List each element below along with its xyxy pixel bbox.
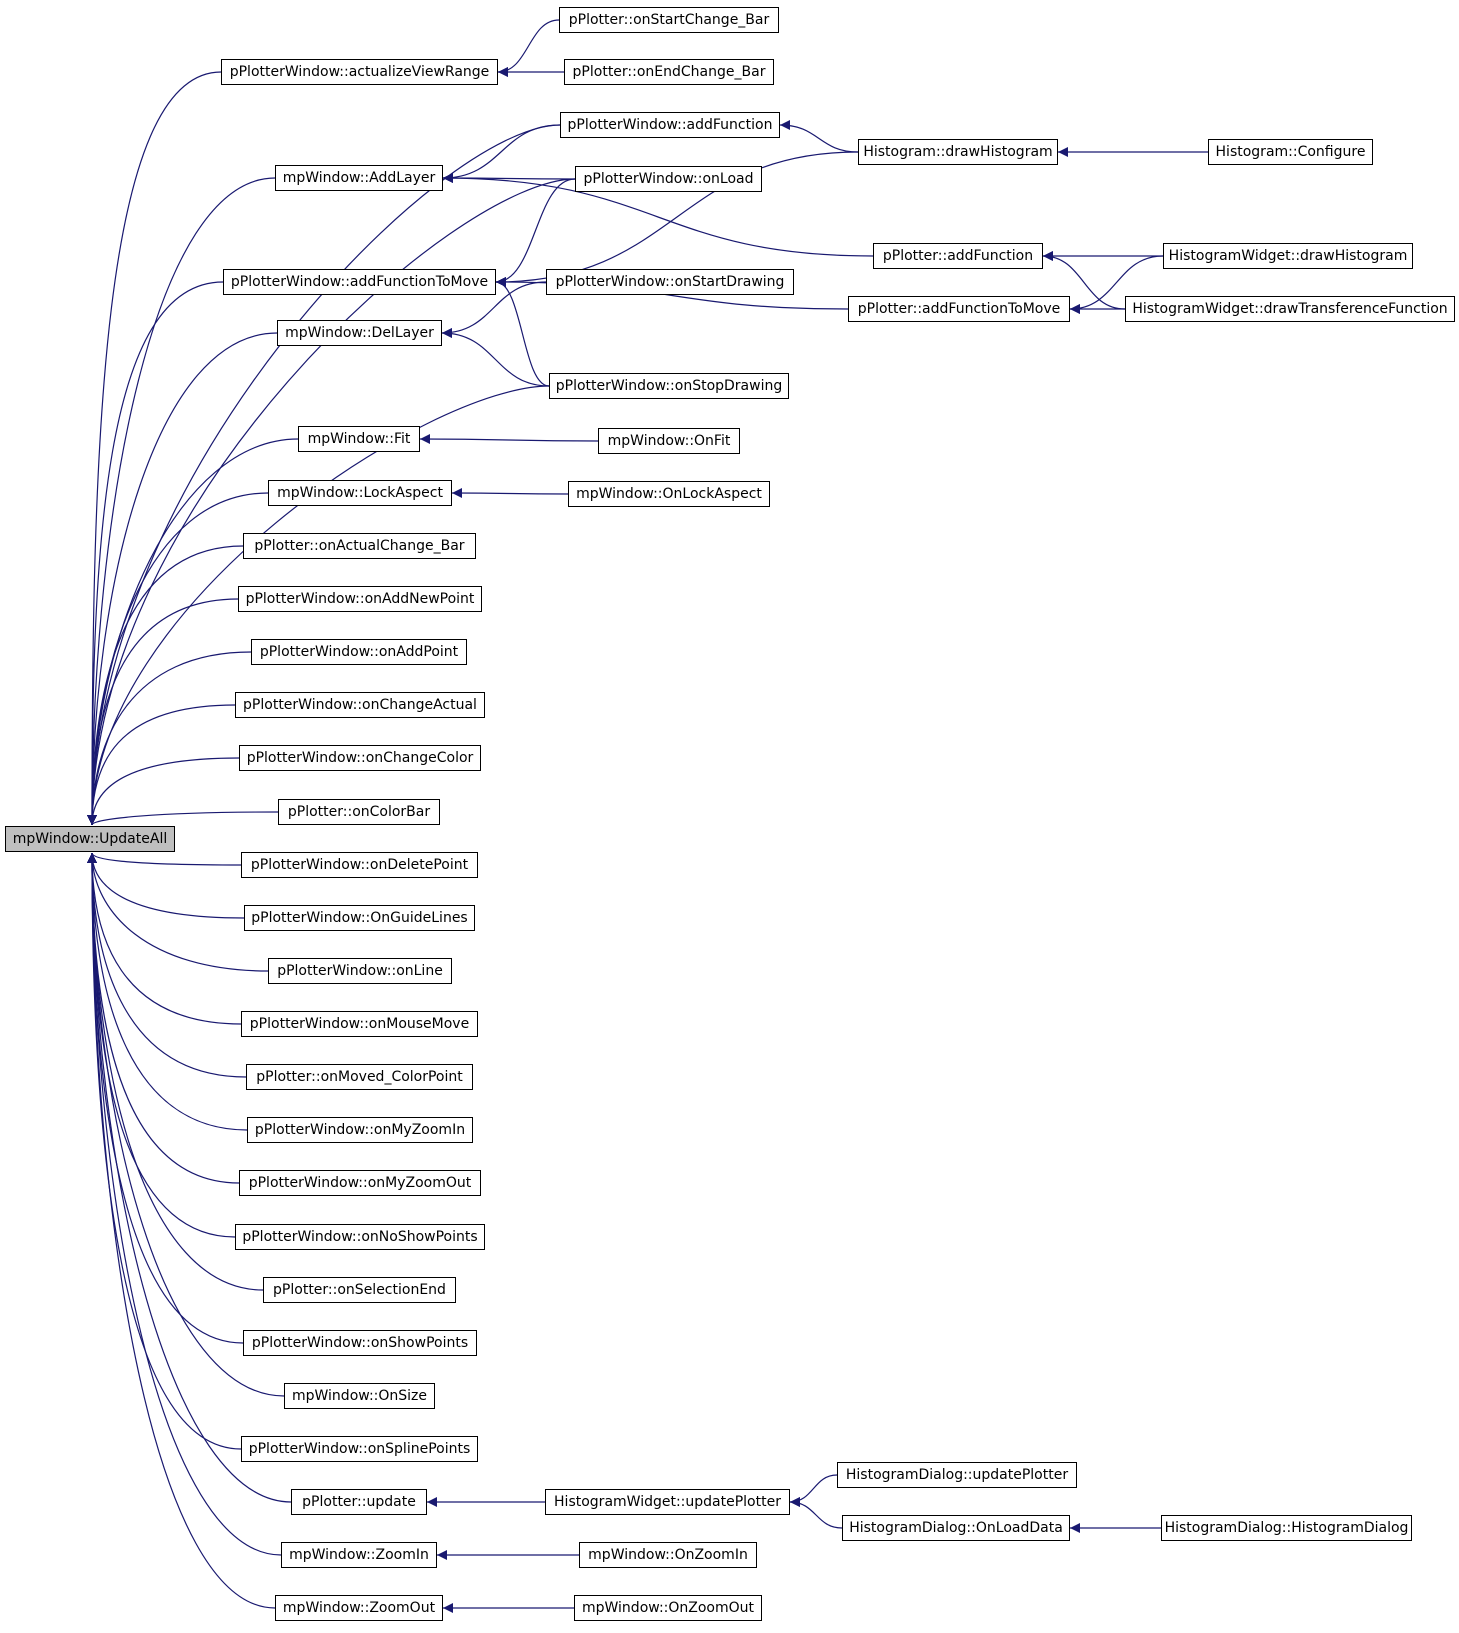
- node-updateall[interactable]: mpWindow::UpdateAll: [5, 826, 175, 852]
- node-splinepoints[interactable]: pPlotterWindow::onSplinePoints: [241, 1436, 478, 1462]
- call-edge-deletepoint-to-updateall: [87, 852, 242, 866]
- node-guidelines[interactable]: pPlotterWindow::OnGuideLines: [244, 905, 475, 931]
- node-hist-draw[interactable]: Histogram::drawHistogram: [858, 139, 1058, 165]
- node-selectionend[interactable]: pPlotter::onSelectionEnd: [263, 1277, 456, 1303]
- node-p-addfunctomove[interactable]: pPlotter::addFunctionToMove: [848, 296, 1070, 322]
- node-showpoints[interactable]: pPlotterWindow::onShowPoints: [243, 1330, 477, 1356]
- node-movedcolor[interactable]: pPlotter::onMoved_ColorPoint: [246, 1064, 473, 1090]
- node-zoomin[interactable]: mpWindow::ZoomIn: [281, 1542, 437, 1568]
- node-actualchange[interactable]: pPlotter::onActualChange_Bar: [243, 533, 476, 559]
- node-onzoomin[interactable]: mpWindow::OnZoomIn: [579, 1542, 757, 1568]
- node-p-update[interactable]: pPlotter::update: [291, 1489, 427, 1515]
- call-edge-movedcolor-to-updateall: [87, 852, 247, 1078]
- call-edge-colorbar-to-updateall: [87, 811, 279, 826]
- node-deletepoint[interactable]: pPlotterWindow::onDeletePoint: [241, 852, 478, 878]
- call-edge-online-to-updateall: [87, 852, 269, 972]
- node-onfit[interactable]: mpWindow::OnFit: [598, 428, 740, 454]
- call-edge-lockaspect-to-updateall: [87, 492, 269, 826]
- call-edge-onstartdrawing-to-dellayer: [441, 281, 547, 338]
- call-edge-mousemove-to-updateall: [87, 852, 242, 1025]
- call-edge-pw_addfunction-to-updateall: [87, 124, 561, 826]
- node-hw-draw[interactable]: HistogramWidget::drawHistogram: [1163, 243, 1413, 269]
- call-edge-onfit-to-fit: [419, 434, 599, 445]
- node-addlayer[interactable]: mpWindow::AddLayer: [275, 165, 443, 191]
- call-edge-zoomin-to-updateall: [87, 852, 282, 1556]
- call-edge-hd_onloaddata-to-hw_updateplotter: [789, 1497, 843, 1529]
- call-edge-addpoint-to-updateall: [87, 651, 252, 826]
- node-myzoomin[interactable]: pPlotterWindow::onMyZoomIn: [247, 1117, 473, 1143]
- node-changecolor[interactable]: pPlotterWindow::onChangeColor: [239, 745, 481, 771]
- call-edge-addnewpoint-to-updateall: [87, 598, 239, 826]
- call-edge-actualchange-to-updateall: [87, 545, 244, 826]
- edges: [87, 19, 1208, 1613]
- call-edge-hw_transfer-to-p_addfunction: [1042, 251, 1126, 310]
- node-startchange[interactable]: pPlotter::onStartChange_Bar: [559, 7, 779, 33]
- call-edge-p_update-to-updateall: [87, 852, 292, 1503]
- call-edge-onload-to-addfunctomove: [495, 178, 576, 287]
- node-onstartdrawing[interactable]: pPlotterWindow::onStartDrawing: [546, 269, 794, 295]
- node-hd-updateplotter[interactable]: HistogramDialog::updatePlotter: [837, 1462, 1077, 1488]
- node-hd-onloaddata[interactable]: HistogramDialog::OnLoadData: [842, 1515, 1070, 1541]
- node-zoomout[interactable]: mpWindow::ZoomOut: [275, 1595, 443, 1621]
- node-hw-transfer[interactable]: HistogramWidget::drawTransferenceFunctio…: [1125, 296, 1455, 322]
- call-edge-addlayer-to-updateall: [87, 177, 276, 826]
- node-hist-config[interactable]: Histogram::Configure: [1208, 139, 1373, 165]
- node-fit[interactable]: mpWindow::Fit: [298, 426, 420, 452]
- node-actualize[interactable]: pPlotterWindow::actualizeViewRange: [221, 59, 498, 85]
- call-edge-showpoints-to-updateall: [87, 852, 244, 1344]
- call-edge-addfunctomove-to-updateall: [87, 281, 224, 826]
- call-edge-zoomout-to-updateall: [87, 852, 276, 1609]
- call-edge-p_addfunction-to-addlayer: [442, 173, 874, 257]
- node-changeactual[interactable]: pPlotterWindow::onChangeActual: [235, 692, 485, 718]
- call-edge-dellayer-to-updateall: [87, 332, 278, 826]
- call-edge-pw_addfunction-to-addlayer: [442, 124, 561, 183]
- call-edge-changecolor-to-updateall: [87, 757, 240, 826]
- call-edge-startchange-to-actualize: [497, 19, 560, 77]
- node-mousemove[interactable]: pPlotterWindow::onMouseMove: [241, 1011, 478, 1037]
- node-p-addfunction[interactable]: pPlotter::addFunction: [873, 243, 1043, 269]
- node-onstopdrawing[interactable]: pPlotterWindow::onStopDrawing: [549, 373, 789, 399]
- node-hw-updateplotter[interactable]: HistogramWidget::updatePlotter: [545, 1489, 790, 1515]
- node-onsize[interactable]: mpWindow::OnSize: [284, 1383, 435, 1409]
- node-addfunctomove[interactable]: pPlotterWindow::addFunctionToMove: [223, 269, 496, 295]
- node-onzoomout[interactable]: mpWindow::OnZoomOut: [574, 1595, 762, 1621]
- node-colorbar[interactable]: pPlotter::onColorBar: [278, 799, 440, 825]
- node-onload[interactable]: pPlotterWindow::onLoad: [575, 166, 762, 192]
- node-pw-addfunction[interactable]: pPlotterWindow::addFunction: [560, 112, 780, 138]
- call-edge-hd_updateplotter-to-hw_updateplotter: [789, 1474, 838, 1507]
- call-edge-hist_draw-to-pw_addfunction: [779, 120, 859, 153]
- call-edge-myzoomin-to-updateall: [87, 852, 248, 1131]
- call-edge-onlockaspect-to-lockaspect: [451, 488, 569, 499]
- node-hd-ctor[interactable]: HistogramDialog::HistogramDialog: [1161, 1515, 1412, 1541]
- call-edge-actualize-to-updateall: [87, 71, 222, 826]
- node-myzoomout[interactable]: pPlotterWindow::onMyZoomOut: [239, 1170, 481, 1196]
- node-addnewpoint[interactable]: pPlotterWindow::onAddNewPoint: [238, 586, 482, 612]
- call-edge-changeactual-to-updateall: [87, 704, 236, 826]
- call-edge-onstopdrawing-to-dellayer: [441, 328, 550, 387]
- call-edge-onsize-to-updateall: [87, 852, 285, 1397]
- call-edge-noshowpoints-to-updateall: [87, 852, 236, 1238]
- call-edge-guidelines-to-updateall: [87, 852, 245, 919]
- call-edge-hw_draw-to-p_addfunctomove: [1069, 255, 1164, 314]
- node-noshowpoints[interactable]: pPlotterWindow::onNoShowPoints: [235, 1224, 485, 1250]
- node-online[interactable]: pPlotterWindow::onLine: [268, 958, 452, 984]
- node-lockaspect[interactable]: mpWindow::LockAspect: [268, 480, 452, 506]
- node-endchange[interactable]: pPlotter::onEndChange_Bar: [564, 59, 774, 85]
- node-addpoint[interactable]: pPlotterWindow::onAddPoint: [251, 639, 467, 665]
- node-onlockaspect[interactable]: mpWindow::OnLockAspect: [568, 481, 770, 507]
- node-dellayer[interactable]: mpWindow::DelLayer: [277, 320, 442, 346]
